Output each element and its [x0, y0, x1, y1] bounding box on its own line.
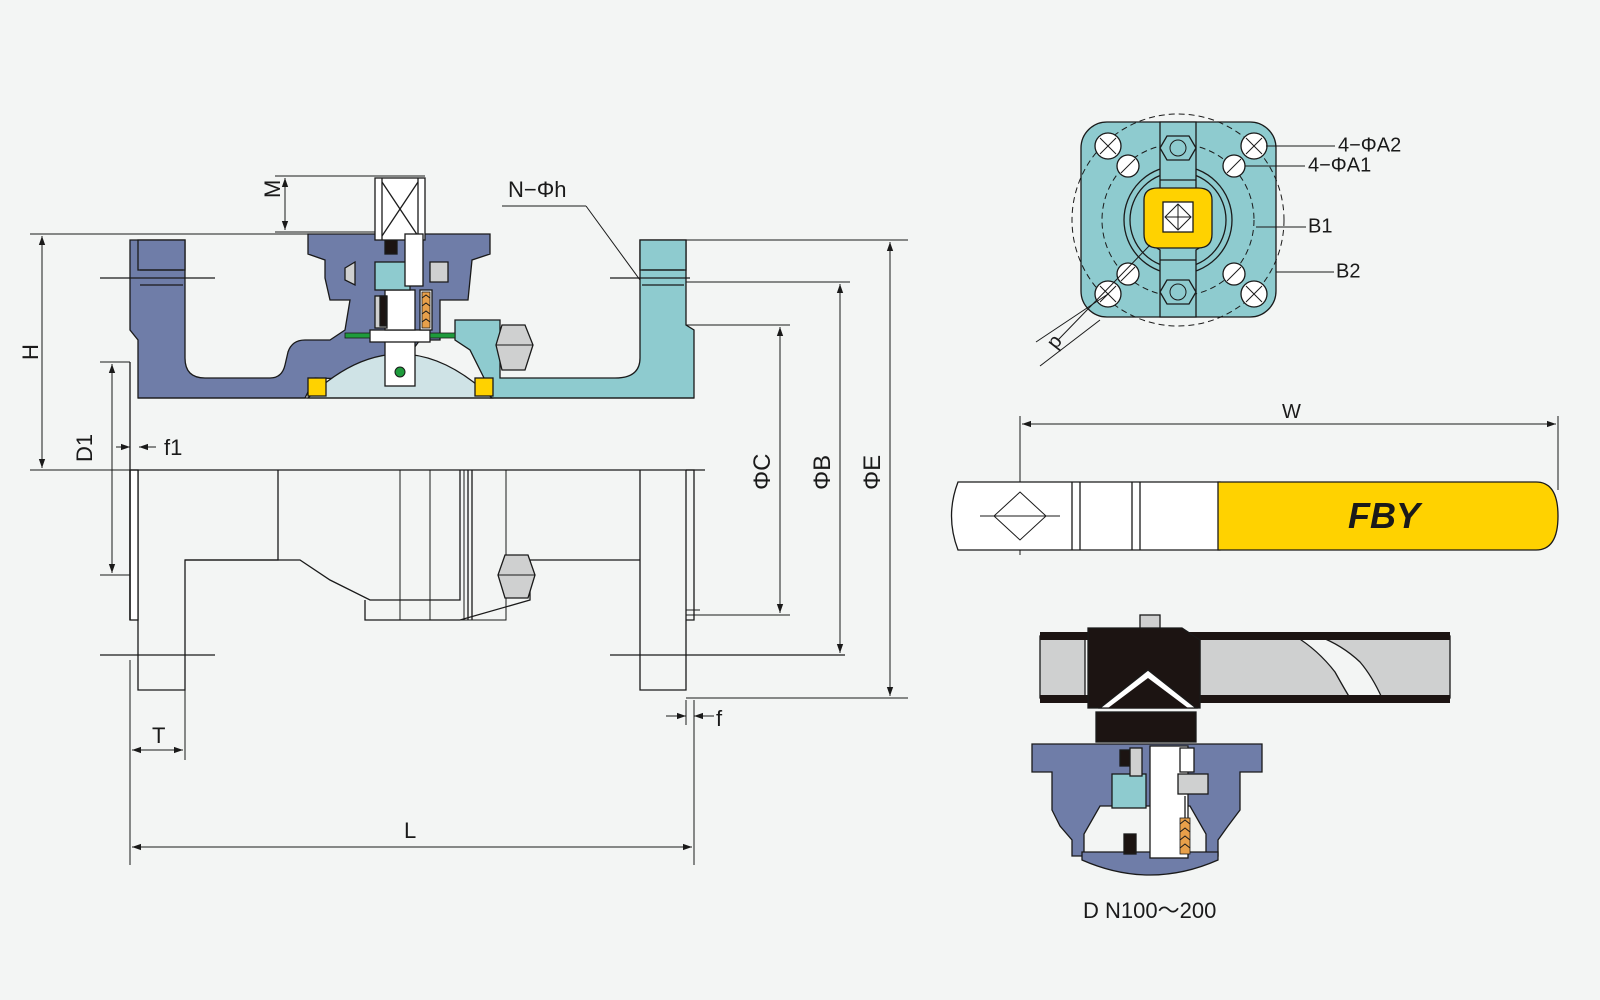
dim-M-label: M: [260, 180, 285, 198]
top-view-labels: 4−ΦA2 4−ΦA1 B1 B2: [1245, 134, 1401, 282]
seat-left: [307, 377, 327, 397]
dim-N-h-label: N−Φh: [508, 177, 567, 202]
mounting-pad-top-view: p: [1035, 113, 1285, 367]
dim-T-label: T: [152, 723, 165, 748]
stem-pin: [394, 366, 406, 378]
body-bolt-nut: [495, 324, 534, 371]
valve-dimensions: M H N−Φh D1 f1 ΦC ΦB ΦE: [18, 175, 908, 865]
dim-D1-label: D1: [72, 434, 97, 462]
dim-C-label: ΦC: [749, 454, 776, 490]
packing-spring-1: [421, 291, 431, 329]
handle-grip: [1217, 481, 1559, 551]
lever-handle-view: W FBY: [950, 401, 1559, 555]
dim-f-label: f: [716, 706, 723, 731]
label-4-A1: 4−ΦA1: [1308, 154, 1371, 176]
valve-lower-outline: [129, 469, 700, 691]
valve-section-view: [100, 177, 845, 691]
dn-detail-view: D N100～200: [1031, 614, 1451, 923]
detail-lever: [1039, 635, 1086, 699]
dim-f1-label: f1: [164, 435, 182, 460]
label-B2: B2: [1336, 260, 1360, 282]
detail-bonnet: [1031, 743, 1263, 857]
dim-L-label: L: [404, 818, 416, 843]
detail-hub: [1087, 627, 1201, 709]
packing-spring-2: [1179, 817, 1191, 855]
dim-H-label: H: [18, 344, 43, 360]
dim-E-label: ΦE: [859, 455, 886, 490]
handle-bar: [950, 481, 1221, 551]
dim-B-label: ΦB: [809, 455, 836, 490]
dim-W-label: W: [1282, 401, 1301, 423]
brand-logo: FBY: [1348, 495, 1423, 536]
detail-caption: D N100～200: [1083, 898, 1216, 923]
label-B1: B1: [1308, 215, 1332, 237]
hole-A1-group: [1116, 154, 1246, 286]
seat-right: [474, 377, 494, 397]
label-4-A2: 4−ΦA2: [1338, 134, 1401, 156]
